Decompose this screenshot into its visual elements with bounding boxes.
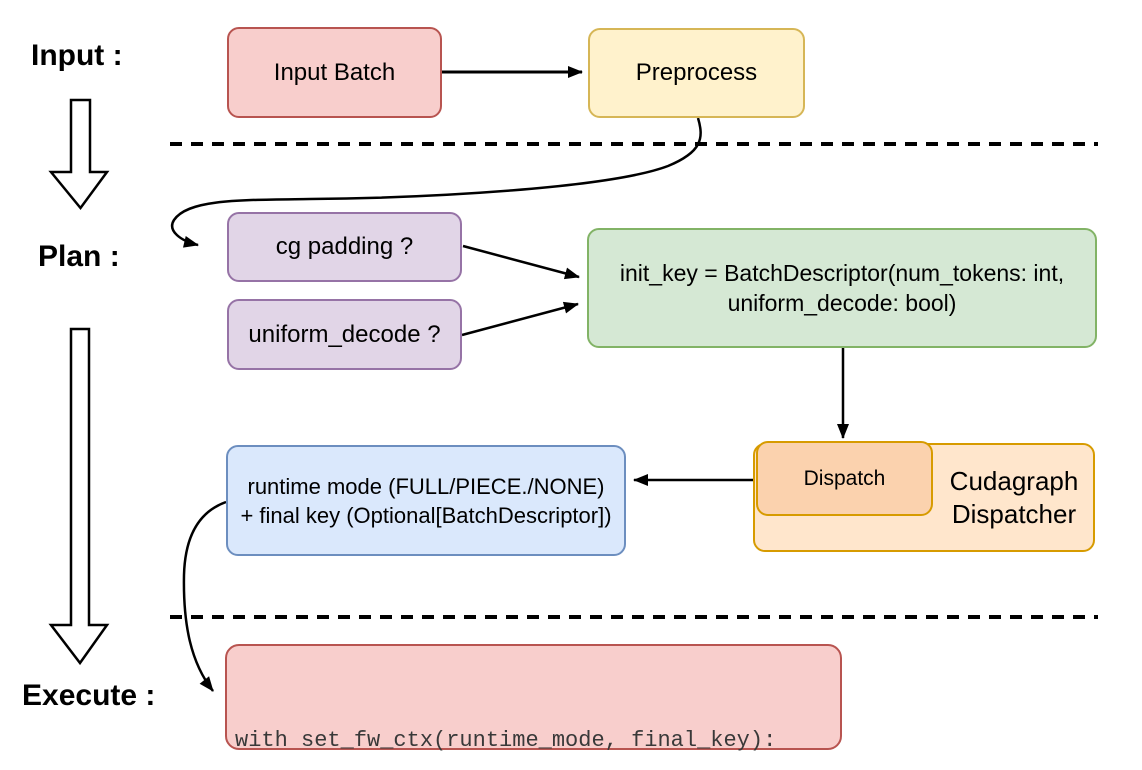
node-input-batch: Input Batch (227, 27, 442, 118)
cudagraph-dispatcher-label: Cudagraph Dispatcher (933, 443, 1095, 552)
connector-cg-padding-to-init-key (462, 244, 580, 280)
cudagraph-line1: Cudagraph (949, 465, 1079, 496)
section-label-plan: Plan : (38, 240, 120, 273)
node-cg-padding: cg padding ? (227, 212, 462, 282)
node-runtime-mode: runtime mode (FULL/PIECE./NONE) + final … (226, 445, 626, 556)
code-line1: with set_fw_ctx(runtime_mode, final_key)… (235, 728, 777, 753)
node-dispatch: Dispatch (756, 441, 933, 516)
node-init-key: init_key = BatchDescriptor(num_tokens: i… (587, 228, 1097, 348)
init-key-line2: uniform_decode: bool) (727, 290, 957, 316)
runtime-line1: runtime mode (FULL/PIECE./NONE) (247, 473, 605, 499)
connector-runtime-to-code (182, 500, 227, 692)
hollow-arrow-plan-to-execute (48, 327, 110, 666)
section-label-execute: Execute : (22, 679, 156, 712)
node-execute-code: with set_fw_ctx(runtime_mode, final_key)… (225, 644, 842, 753)
connector-preprocess-to-cg-padding (171, 117, 702, 248)
init-key-line1: init_key = BatchDescriptor(num_tokens: i… (619, 260, 1065, 286)
node-uniform-decode: uniform_decode ? (227, 299, 462, 370)
runtime-line2: + final key (Optional[BatchDescriptor]) (240, 502, 612, 528)
section-label-input: Input : (31, 39, 123, 72)
node-preprocess: Preprocess (588, 28, 805, 118)
cudagraph-line2: Dispatcher (951, 498, 1077, 529)
connector-uniform-decode-to-init-key (461, 301, 579, 337)
hollow-arrow-input-to-plan (48, 98, 110, 211)
